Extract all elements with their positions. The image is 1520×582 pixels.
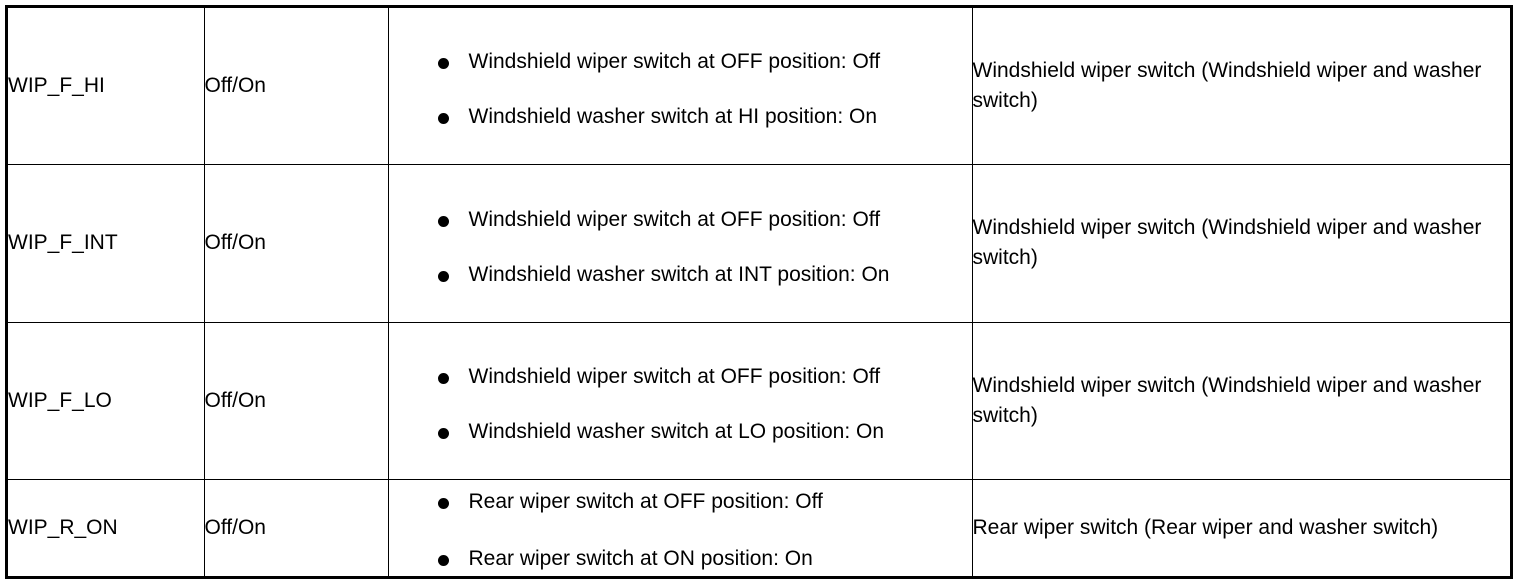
table-row: WIP_F_INT Off/On Windshield wiper switch… [8,163,1510,323]
bullet-icon [437,215,449,227]
condition-item: Windshield wiper switch at OFF position:… [389,205,972,235]
bullet-icon [437,428,449,439]
condition-item: Windshield wiper switch at OFF position:… [389,362,972,392]
condition-item: Windshield washer switch at LO position:… [389,417,972,447]
bullet-icon [437,373,449,384]
condition-item: Windshield washer switch at HI position:… [389,102,972,132]
bullet-icon [437,554,449,566]
condition-item: Rear wiper switch at OFF position: Off [389,487,972,517]
condition-list: Windshield wiper switch at OFF position:… [389,39,972,132]
condition-item: Rear wiper switch at ON position: On [389,544,972,574]
item-value-cell: Off/On [203,163,389,323]
item-value-cell: Off/On [203,321,389,480]
condition-text: Windshield wiper switch at OFF position:… [468,207,881,231]
table-row: WIP_F_HI Off/On Windshield wiper switch … [8,8,1510,165]
item-value-cell: Off/On [203,478,389,576]
condition-text: Windshield washer switch at INT position… [468,262,890,286]
condition-cell: Windshield wiper switch at OFF position:… [387,8,973,165]
bullet-icon [437,113,449,125]
check-item-cell: Windshield wiper switch (Windshield wipe… [971,163,1510,323]
condition-item: Windshield wiper switch at OFF position:… [389,47,972,77]
data-table-frame: WIP_F_HI Off/On Windshield wiper switch … [5,5,1513,579]
check-item-cell: Windshield wiper switch (Windshield wipe… [971,321,1510,480]
bullet-icon [437,497,449,509]
condition-item: Windshield washer switch at INT position… [389,260,972,290]
check-item-cell: Rear wiper switch (Rear wiper and washer… [971,478,1510,576]
condition-text: Windshield wiper switch at OFF position:… [468,50,881,74]
condition-text: Windshield washer switch at LO position:… [468,420,885,443]
condition-cell: Windshield wiper switch at OFF position:… [387,321,973,480]
condition-text: Windshield wiper switch at OFF position:… [468,365,881,388]
condition-cell: Windshield wiper switch at OFF position:… [387,163,973,323]
table-row: WIP_R_ON Off/On Rear wiper switch at OFF… [8,478,1510,576]
bullet-icon [437,270,449,282]
condition-cell: Rear wiper switch at OFF position: Off R… [387,478,973,576]
item-value-cell: Off/On [203,8,389,165]
condition-text: Rear wiper switch at ON position: On [468,546,813,570]
item-name-cell: WIP_F_INT [8,163,205,323]
table-row: WIP_F_LO Off/On Windshield wiper switch … [8,321,1510,480]
condition-list: Windshield wiper switch at OFF position:… [389,354,972,447]
item-name-cell: WIP_F_LO [8,321,205,480]
item-name-cell: WIP_F_HI [8,8,205,165]
item-name-cell: WIP_R_ON [8,478,205,576]
condition-text: Windshield washer switch at HI position:… [468,105,878,129]
data-monitor-table: WIP_F_HI Off/On Windshield wiper switch … [8,8,1510,576]
condition-text: Rear wiper switch at OFF position: Off [468,489,823,513]
condition-list: Rear wiper switch at OFF position: Off R… [389,482,972,574]
check-item-cell: Windshield wiper switch (Windshield wipe… [971,8,1510,165]
condition-list: Windshield wiper switch at OFF position:… [389,197,972,290]
bullet-icon [437,58,449,70]
